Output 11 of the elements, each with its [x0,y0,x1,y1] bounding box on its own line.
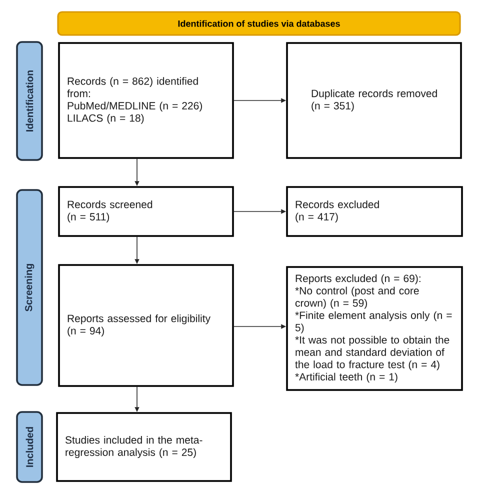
process-box: Reports excluded (n = 69): *No control (post and core crown) (n = 59) *Finite element analysis only (n = 5) *It was not possible to obtain the mean and standard deviation of the load to fracture test (n = 4) *Artificial teeth (n = 1) [286,266,463,391]
stage-band: Identification [16,41,43,161]
process-box: Duplicate records removed (n = 351) [286,42,462,159]
stage-band: Included [16,411,43,483]
header-banner: Identification of studies via databases [57,11,461,36]
process-box: Reports assessed for eligibility (n = 94) [58,264,234,387]
process-box: Records excluded (n = 417) [286,186,463,237]
stage-band: Screening [16,189,43,386]
process-box: Records (n = 862) identified from: PubMed/MEDLINE (n = 226) LILACS (n = 18) [58,42,234,159]
process-box: Records screened (n = 511) [58,186,234,237]
process-box: Studies included in the meta-regression analysis (n = 25) [56,412,232,482]
